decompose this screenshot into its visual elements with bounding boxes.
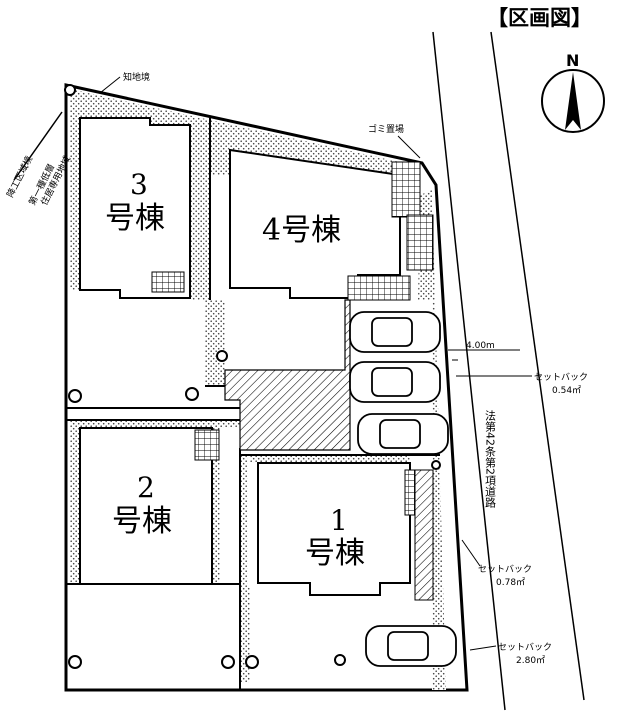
- svg-text:法第42条第2項道路: 法第42条第2項道路: [484, 409, 497, 509]
- building-2-label: 号棟: [112, 504, 172, 539]
- setback-1-value: 0.54㎡: [552, 385, 581, 396]
- building-3: [79, 117, 191, 299]
- porch-tiles: [151, 161, 434, 601]
- north-label: N: [566, 51, 579, 70]
- building-4-label: 4号棟: [262, 213, 341, 248]
- setback-1-label: セットバック: [534, 372, 588, 383]
- setback-3-value: 2.80㎡: [516, 655, 545, 666]
- road-type-label: 法第42条第2項道路: [484, 409, 497, 509]
- shared-driveway: [224, 299, 351, 451]
- parking-cars: [349, 311, 457, 667]
- building-1-number: 1: [330, 504, 348, 537]
- plan-title: 【区画図】: [487, 6, 592, 30]
- planting-areas: [70, 89, 446, 690]
- building-2-number: 2: [137, 471, 155, 504]
- building-3-label: 号棟: [105, 201, 165, 236]
- road: [432, 31, 585, 711]
- boundary-note: 知地境: [123, 71, 150, 83]
- north-arrow-icon: N: [541, 51, 605, 133]
- setback-2-value: 0.78㎡: [496, 577, 525, 588]
- zone-boundary-note: 降工区域境: [4, 154, 35, 200]
- svg-text:降工区域境: 降工区域境: [4, 154, 35, 200]
- garbage-label: ゴミ置場: [368, 123, 404, 135]
- boundary-markers: [64, 84, 441, 669]
- setback-3-label: セットバック: [498, 642, 552, 653]
- road-width-label: 4.00m: [466, 341, 495, 351]
- lot-lines: [66, 118, 440, 690]
- building-1-label: 号棟: [305, 536, 365, 571]
- setback-2-label: セットバック: [478, 564, 532, 575]
- building-3-number: 3: [130, 168, 148, 201]
